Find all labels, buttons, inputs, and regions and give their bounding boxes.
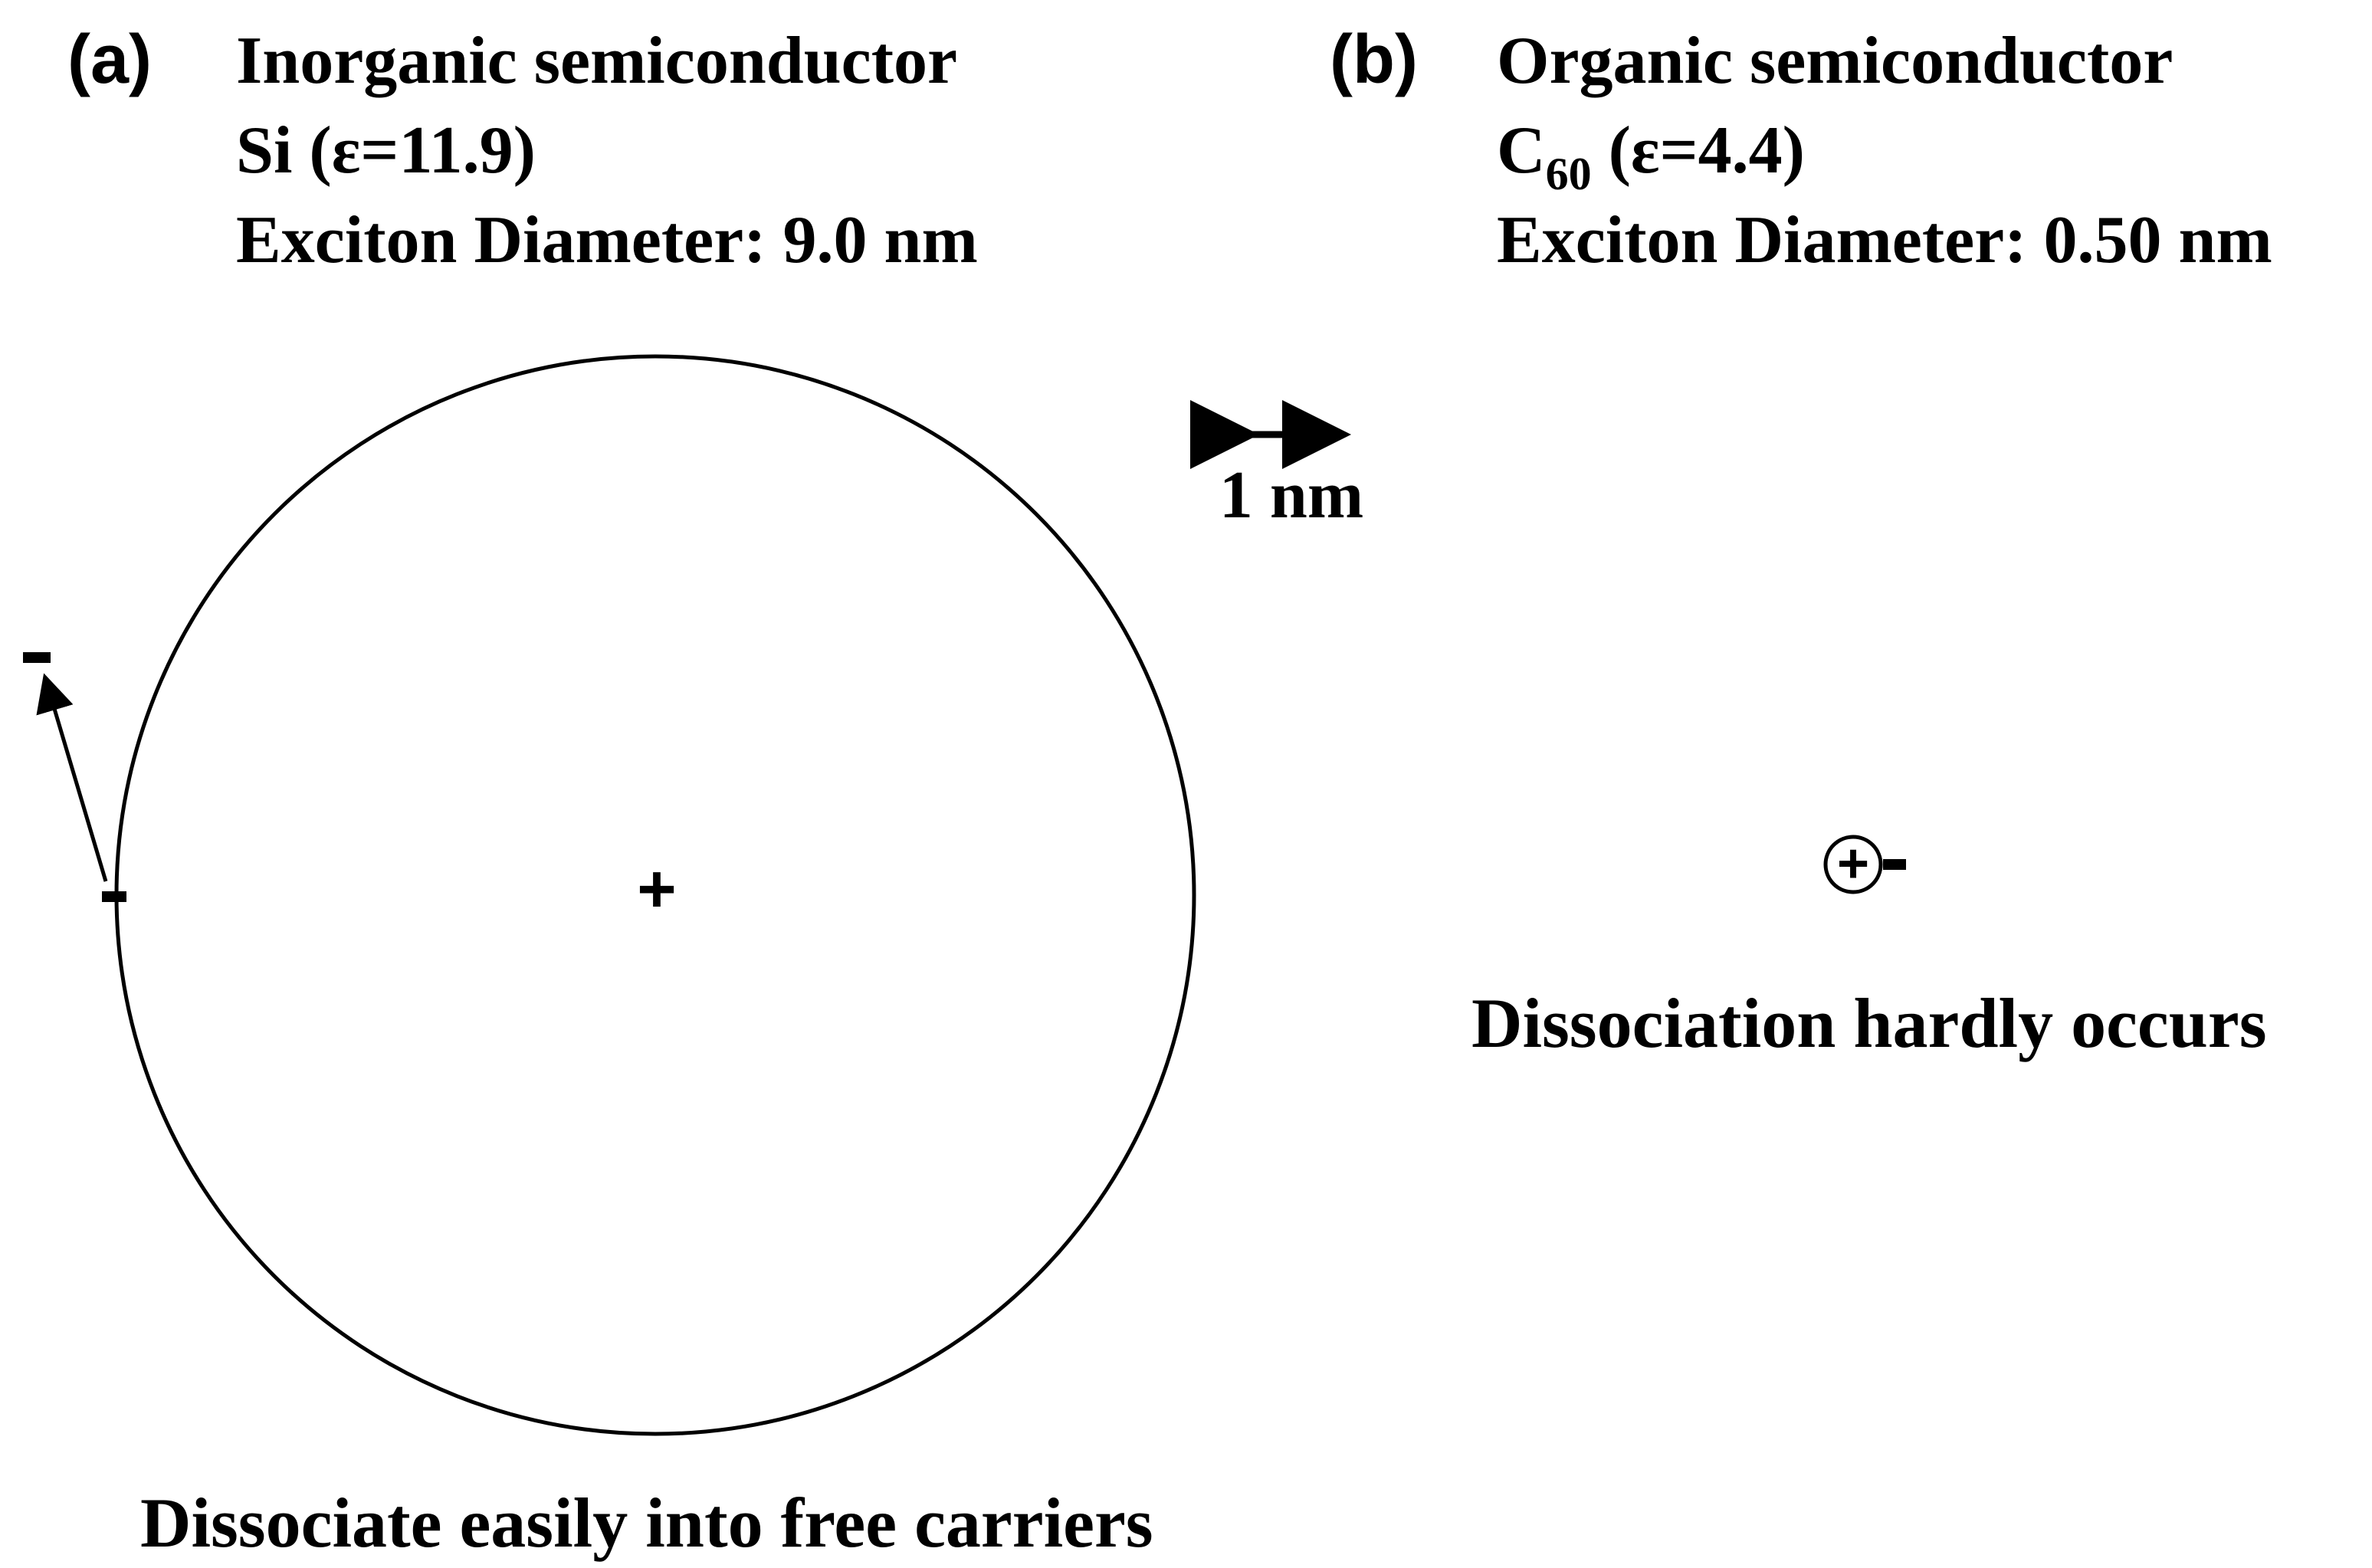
panel-b-title: Organic semiconductor — [1497, 24, 2173, 98]
organic-exciton: + — [1823, 833, 1906, 894]
panel-b-material-subscript: 60 — [1546, 149, 1592, 199]
panel-a-electron-sign — [102, 891, 126, 902]
panel-a-free-electron-sign — [23, 652, 51, 663]
panel-b-material-base: C — [1497, 113, 1546, 188]
panel-a-hole-sign: + — [637, 851, 676, 927]
organic-exciton-circle — [1823, 835, 1883, 894]
panel-a-label: (a) — [67, 21, 152, 98]
panel-a-diameter: Exciton Diameter: 9.0 nm — [236, 203, 978, 277]
dissociation-arrow — [36, 673, 108, 882]
panel-a-title: Inorganic semiconductor — [236, 24, 957, 98]
scale-bar-label: 1 nm — [1219, 458, 1363, 533]
panel-b-electron-sign — [1883, 859, 1906, 870]
panel-b-material-rest: (ε=4.4) — [1592, 113, 1805, 188]
panel-b-label: (b) — [1330, 21, 1418, 98]
panel-b-material: C60 (ε=4.4) — [1497, 113, 1805, 199]
panel-a-caption: Dissociate easily into free carriers — [140, 1484, 1153, 1562]
panel-b-caption: Dissociation hardly occurs — [1471, 984, 2267, 1062]
panel-b-hole-sign: + — [1837, 833, 1869, 894]
panel-b-diameter: Exciton Diameter: 0.50 nm — [1497, 203, 2272, 277]
scale-bar: 1 nm — [1190, 400, 1363, 533]
panel-a-material: Si (ε=11.9) — [236, 113, 536, 188]
